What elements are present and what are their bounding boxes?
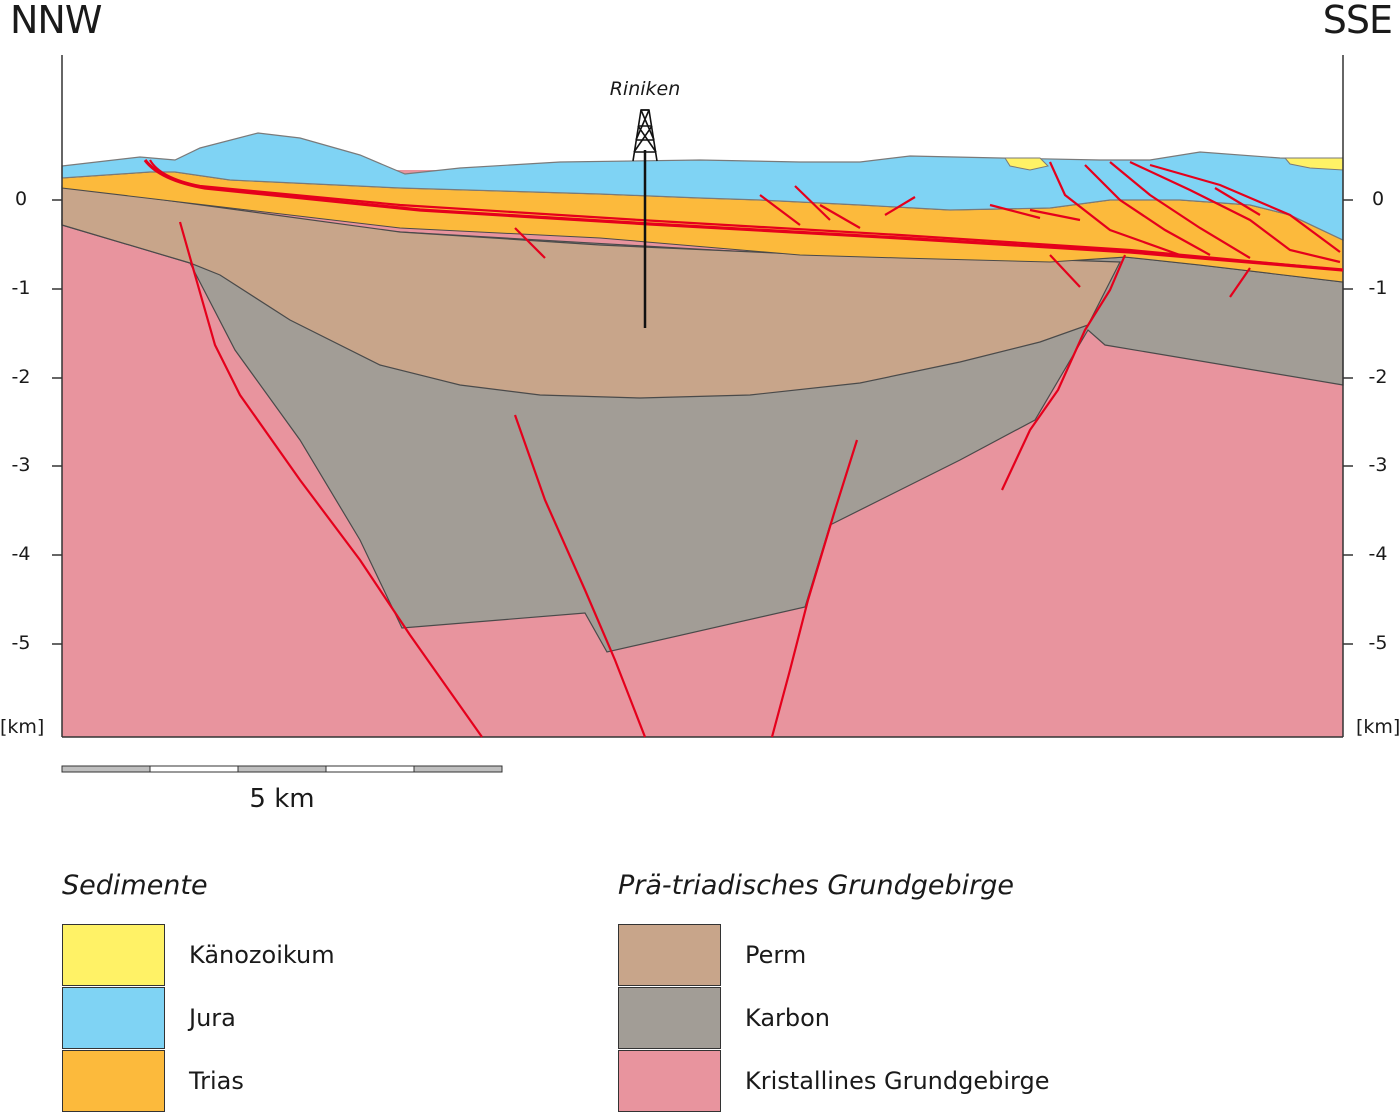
legend-item: Karbon [618,986,830,1050]
legend-label: Trias [189,1067,244,1095]
main-thrust-fault [143,158,1344,272]
fault-lines [149,159,1344,738]
depth-tick-right: -3 [1368,454,1388,476]
legend-label: Känozoikum [189,941,335,969]
depth-tick-right: -2 [1368,366,1388,388]
depth-unit-right: [km] [1356,716,1400,738]
depth-tick-left: -5 [11,632,31,654]
legend-item: Jura [62,986,236,1050]
scale-bar [61,765,503,773]
legend-swatch [618,1050,721,1112]
legend-item: Kristallines Grundgebirge [618,1049,1049,1113]
depth-ticks [52,199,1353,645]
depth-tick-left: -2 [11,366,31,388]
depth-tick-left: -3 [11,454,31,476]
direction-label-right: SSE [1322,0,1393,42]
kaenozoikum-patch [1004,157,1049,171]
legend-group-title: Prä-triadisches Grundgebirge [618,870,1014,901]
depth-tick-left: 0 [14,188,28,210]
legend-swatch [62,924,165,986]
kaenozoikum-patch [1283,157,1344,171]
legend-item: Perm [618,923,806,987]
legend-swatch [62,1050,165,1112]
legend-label: Perm [745,941,807,969]
depth-tick-left: -4 [11,543,31,565]
depth-unit-left: [km] [0,716,45,738]
legend-swatch [618,924,721,986]
scale-bar-label: 5 km [249,784,315,814]
legend-swatch [62,987,165,1049]
direction-label-left: NNW [10,0,102,42]
depth-tick-right: -5 [1368,632,1388,654]
depth-tick-right: 0 [1371,188,1385,210]
legend-swatch [618,987,721,1049]
legend-label: Jura [189,1004,236,1032]
depth-tick-right: -1 [1368,277,1388,299]
depth-tick-left: -1 [11,277,31,299]
depth-tick-right: -4 [1368,543,1388,565]
legend-item: Känozoikum [62,923,335,987]
perm-layer [61,185,1121,399]
legend-label: Kristallines Grundgebirge [745,1067,1050,1095]
borehole-label: Riniken [609,78,681,100]
legend-group-title: Sedimente [62,870,208,901]
legend-label: Karbon [745,1004,831,1032]
legend-item: Trias [62,1049,244,1113]
